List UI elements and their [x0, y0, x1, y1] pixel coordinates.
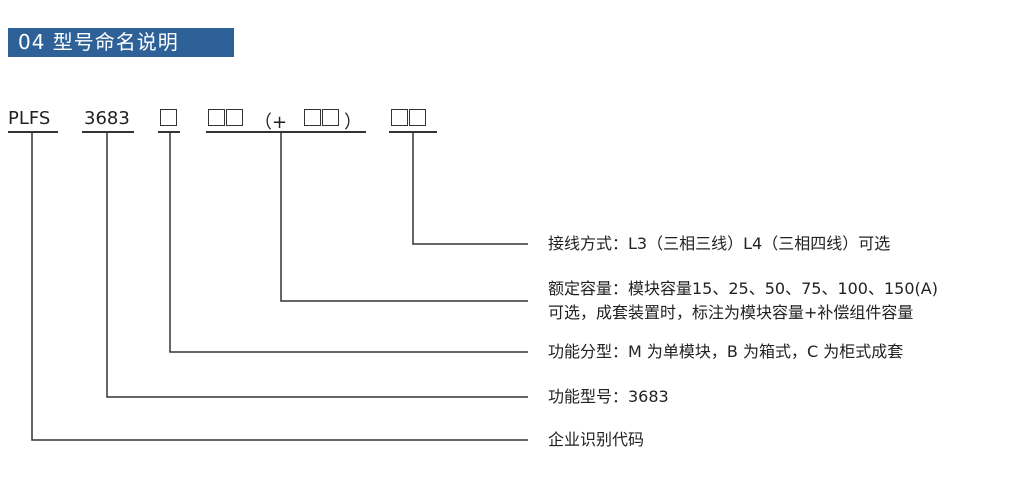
compensation-slot	[304, 108, 340, 129]
desc-function-model: 功能型号：3683	[548, 387, 669, 406]
placeholder-box	[208, 109, 225, 126]
connection-underline	[389, 131, 437, 133]
function-type-slot	[160, 108, 178, 129]
desc-capacity-line1: 额定容量：模块容量15、25、50、75、100、150(A)	[548, 279, 938, 298]
placeholder-box	[391, 109, 408, 126]
desc-connection: 接线方式：L3（三相三线）L4（三相四线）可选	[548, 234, 891, 253]
leader-function-model	[106, 133, 528, 398]
placeholder-box	[226, 109, 243, 126]
desc-company-code: 企业识别代码	[548, 430, 645, 449]
capacity-underline	[206, 131, 366, 133]
leader-function-type	[169, 133, 528, 353]
model-number: 3683	[84, 108, 130, 129]
close-paren: ）	[344, 112, 362, 133]
desc-capacity-line2: 可选，成套装置时，标注为模块容量+补偿组件容量	[548, 303, 914, 322]
placeholder-box	[160, 109, 177, 126]
prefix-underline	[8, 131, 58, 133]
leader-company-code	[31, 133, 528, 441]
leader-connection	[412, 133, 528, 245]
open-paren: （+	[254, 112, 288, 133]
leader-capacity	[280, 133, 528, 302]
placeholder-box	[409, 109, 426, 126]
function-type-underline	[158, 131, 180, 133]
placeholder-box	[322, 109, 339, 126]
model-prefix: PLFS	[8, 108, 51, 129]
section-title: 04 型号命名说明	[8, 28, 234, 57]
capacity-slot	[208, 108, 244, 129]
placeholder-box	[304, 109, 321, 126]
desc-function-type: 功能分型：M 为单模块，B 为箱式，C 为柜式成套	[548, 342, 904, 361]
connection-slot	[391, 108, 427, 129]
number-underline	[82, 131, 134, 133]
